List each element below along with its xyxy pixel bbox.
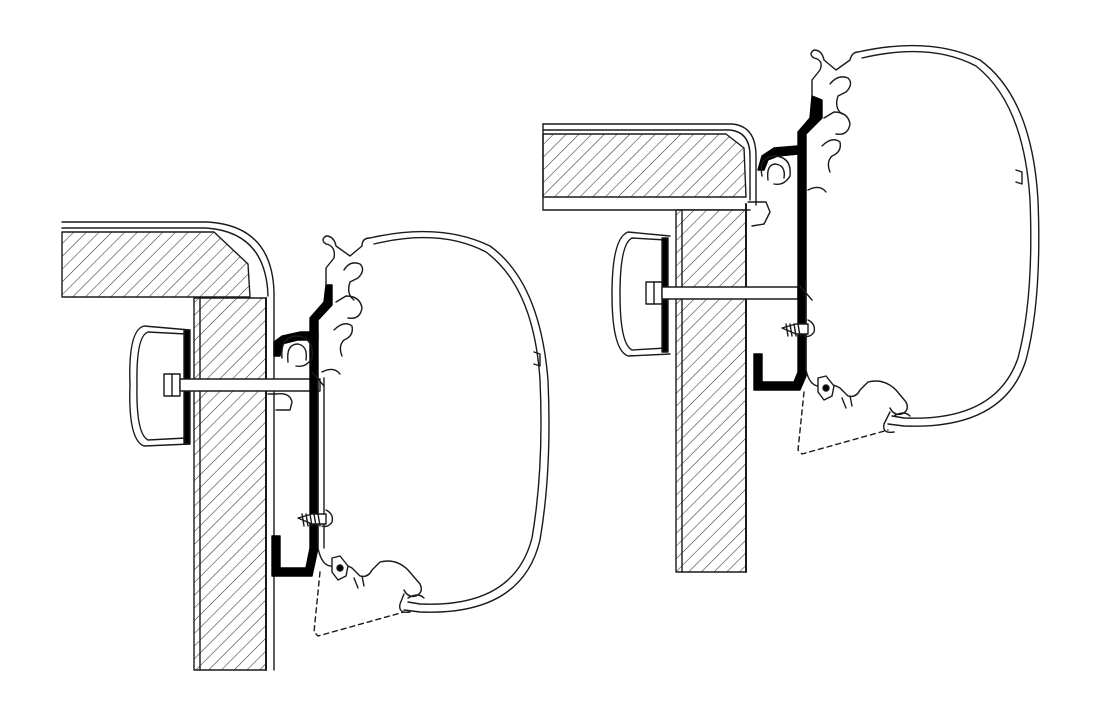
left-hook-cap xyxy=(281,335,313,368)
right-roof-slab xyxy=(542,133,747,198)
right-rail-top xyxy=(810,49,859,97)
left-backing-plate xyxy=(129,325,191,447)
right-backing-plate xyxy=(611,231,671,357)
left-bolt-shaft xyxy=(179,378,321,392)
right-hook-cap xyxy=(760,155,791,186)
left-assembly xyxy=(61,221,550,671)
left-awning-case-inner xyxy=(373,236,542,605)
left-roof-skin-inner xyxy=(61,227,269,297)
right-adapter-arm xyxy=(757,145,799,171)
left-adapter-rail xyxy=(271,284,333,577)
right-adapter-rail xyxy=(753,95,823,391)
left-wall xyxy=(193,297,267,671)
left-hidden-contour xyxy=(313,571,405,637)
right-awning-case xyxy=(857,44,1040,427)
right-roof-skin xyxy=(542,123,757,206)
left-roof-skin xyxy=(61,221,275,671)
left-rail-claw xyxy=(343,262,364,301)
left-clip xyxy=(267,392,293,411)
right-hidden-contour xyxy=(797,391,889,455)
left-awning-case xyxy=(369,230,550,613)
right-clip xyxy=(747,201,771,227)
left-roof-slab xyxy=(61,231,251,298)
left-rail-top xyxy=(322,235,371,287)
right-wall xyxy=(675,209,747,573)
right-bolt-shaft xyxy=(661,286,799,300)
left-backing-plate-inner xyxy=(136,331,187,441)
right-assembly xyxy=(542,44,1040,573)
